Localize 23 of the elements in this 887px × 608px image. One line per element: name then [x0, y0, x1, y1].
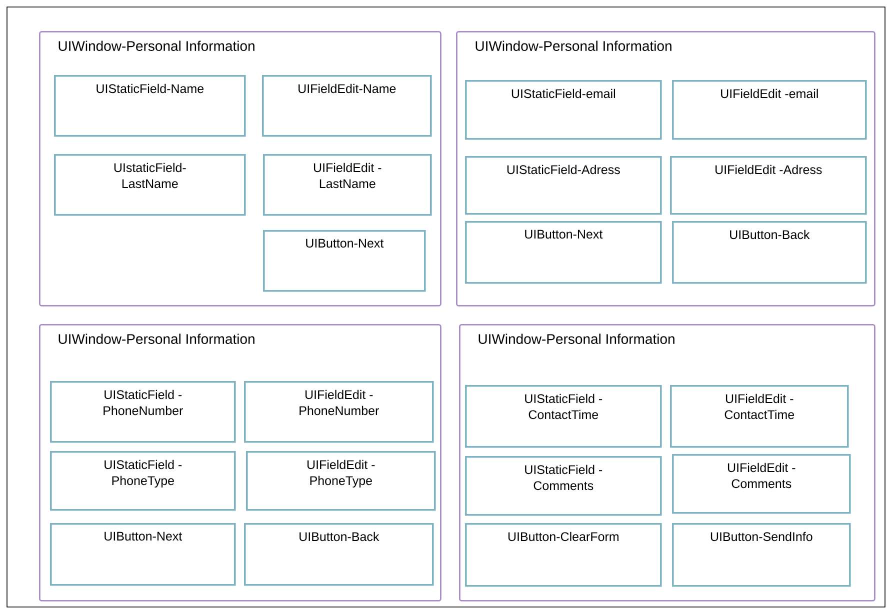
- ui-element-box: UIStaticField-Name: [54, 75, 246, 137]
- ui-element-box: UIFieldEdit - Comments: [672, 454, 851, 514]
- ui-element-box: UIStaticField - PhoneType: [50, 451, 236, 511]
- ui-element-box: UIFieldEdit - LastName: [263, 154, 432, 216]
- ui-element-box: UIStaticField - Comments: [465, 456, 662, 516]
- ui-element-box: UIFieldEdit - ContactTime: [670, 385, 849, 448]
- ui-element-box: UIButton-Next: [50, 523, 236, 586]
- ui-element-box: UIFieldEdit-Name: [262, 75, 432, 137]
- ui-element-box: UIStaticField - ContactTime: [465, 385, 662, 448]
- ui-element-box: UIButton-SendInfo: [672, 523, 851, 587]
- ui-element-box: UIButton-Next: [465, 221, 662, 284]
- ui-element-box: UIStaticField - PhoneNumber: [50, 381, 236, 443]
- ui-element-box: UIStaticField-email: [465, 80, 662, 140]
- ui-element-box: UIFieldEdit - PhoneNumber: [244, 381, 434, 443]
- ui-element-box: UIFieldEdit -email: [672, 80, 867, 140]
- ui-element-box: UIFieldEdit - PhoneType: [246, 451, 436, 511]
- ui-element-box: UIButton-ClearForm: [465, 523, 662, 587]
- ui-element-box: UIstaticField- LastName: [54, 154, 246, 216]
- ui-element-box: UIButton-Next: [263, 230, 426, 292]
- ui-element-box: UIFieldEdit -Adress: [670, 156, 867, 215]
- ui-element-box: UIStaticField-Adress: [465, 156, 662, 215]
- ui-element-box: UIButton-Back: [672, 221, 867, 284]
- ui-element-box: UIButton-Back: [244, 523, 434, 586]
